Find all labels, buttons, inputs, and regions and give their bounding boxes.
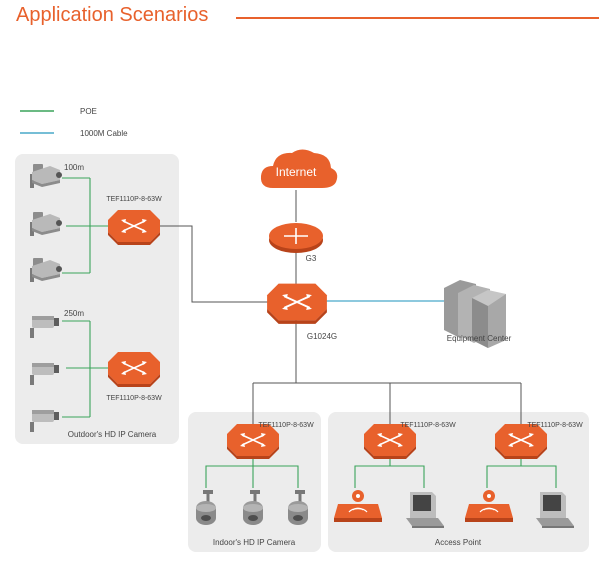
poe-lines (62, 177, 557, 488)
switch-icon (107, 351, 161, 388)
legend-poe-label: POE (80, 107, 97, 116)
ap-panel-label: Access Point (435, 538, 482, 547)
switch-ap2-label: TEF1110P-8-63W (527, 422, 583, 429)
distance-100m-label: 100m (64, 163, 84, 172)
switch-icon (494, 423, 548, 460)
title-divider (236, 17, 599, 19)
router-label: G3 (306, 254, 317, 263)
switch-icon (107, 209, 161, 246)
indoor-panel-label: Indoor's HD IP Camera (213, 538, 296, 547)
outdoor-panel-label: Outdoor's HD IP Camera (68, 430, 157, 439)
server-icon (444, 280, 506, 348)
switch-icon (363, 423, 417, 460)
indoor-panel (188, 412, 321, 552)
cable-lines (160, 190, 522, 428)
switch-indoor-label: TEF1110P-8-63W (258, 422, 314, 429)
page-title: Application Scenarios (16, 4, 209, 26)
switch-icon (226, 423, 280, 460)
router-icon (269, 223, 323, 253)
cloud-icon (260, 149, 338, 188)
switch-icon (266, 282, 328, 325)
switch-ap1-label: TEF1110P-8-63W (400, 422, 456, 429)
distance-250m-label: 250m (64, 309, 84, 318)
core-switch-label: G1024G (307, 332, 337, 341)
server-label: Equipment Center (447, 334, 512, 343)
legend-cable-label: 1000M Cable (80, 129, 128, 138)
switch-top-label: TEF1110P-8-63W (106, 196, 162, 203)
internet-label: Internet (276, 165, 317, 179)
switch-bottom-label: TEF1110P-8-63W (106, 395, 162, 402)
